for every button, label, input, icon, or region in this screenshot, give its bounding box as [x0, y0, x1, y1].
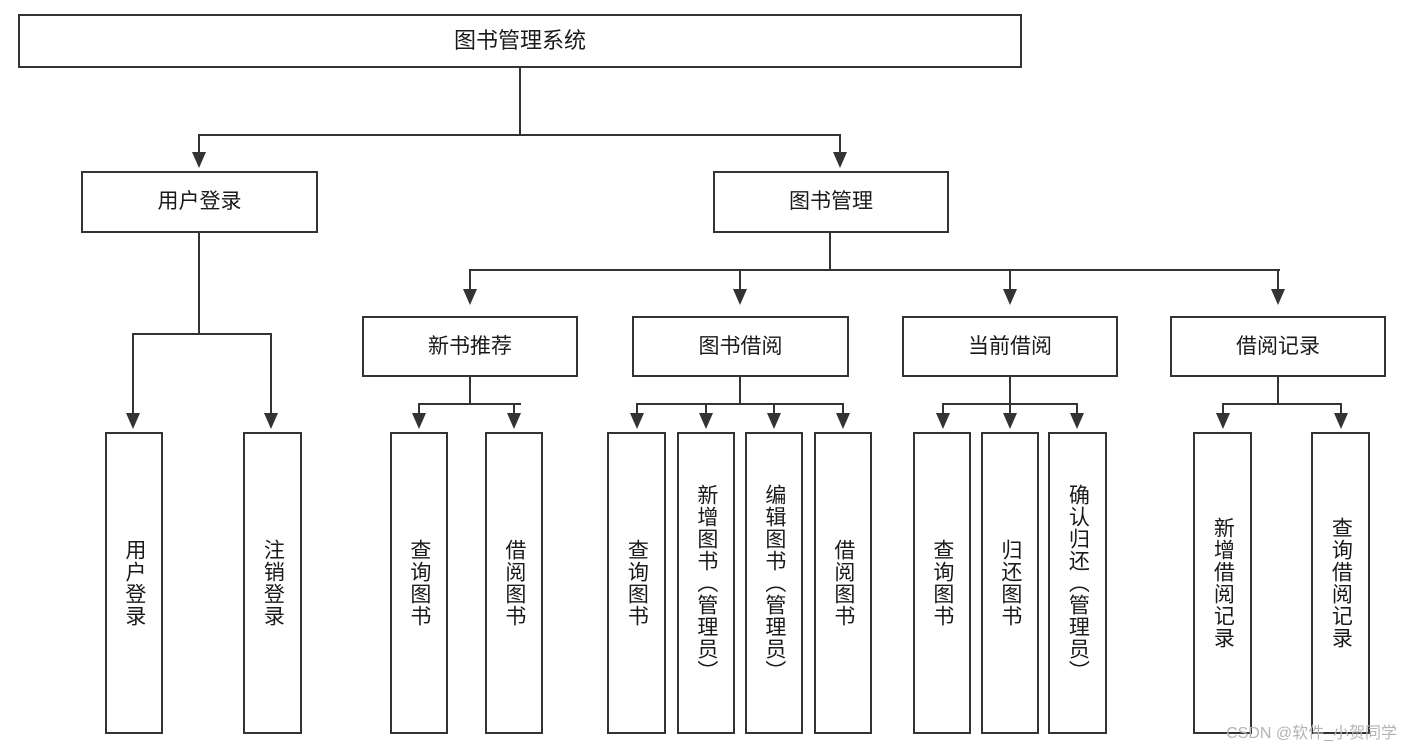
arrow-to-leaf-user-login-1	[264, 413, 278, 429]
leaf-nbr-borrow-book[interactable]: 借阅图书	[485, 432, 543, 734]
node-label: 查询借阅记录	[1329, 517, 1353, 649]
arrow-to-leaf-nbr-1	[507, 413, 521, 429]
leaf-user-login-logout[interactable]: 注销登录	[243, 432, 302, 734]
leaf-bb-add-book-admin[interactable]: 新增图书（管理员）	[677, 432, 735, 734]
node-label: 借阅图书	[831, 539, 855, 627]
connector-root-stem	[519, 68, 521, 136]
leaf-cb-query-book[interactable]: 查询图书	[913, 432, 971, 734]
node-label: 归还图书	[998, 539, 1022, 627]
arrow-to-leaf-bb-2	[767, 413, 781, 429]
connector-root-drop-left	[198, 134, 200, 154]
connector-book-manage-bus	[469, 269, 1280, 271]
arrow-to-user-login	[192, 152, 206, 168]
connector-bm-drop-4	[1277, 269, 1279, 291]
connector-user-login-drop-2	[270, 333, 272, 415]
node-label: 图书管理	[789, 190, 873, 214]
arrow-to-borrow-record	[1271, 289, 1285, 305]
connector-br-stem	[1277, 377, 1279, 405]
node-label: 借阅图书	[502, 539, 526, 627]
node-root-system[interactable]: 图书管理系统	[18, 14, 1022, 68]
arrow-to-leaf-cb-0	[936, 413, 950, 429]
node-label: 查询图书	[407, 539, 431, 627]
connector-cb-stem	[1009, 377, 1011, 405]
connector-cb-drop-1	[942, 403, 944, 415]
node-borrow-record[interactable]: 借阅记录	[1170, 316, 1386, 377]
node-book-borrow[interactable]: 图书借阅	[632, 316, 849, 377]
node-label: 新增图书（管理员）	[694, 484, 718, 682]
arrow-to-current-borrow	[1003, 289, 1017, 305]
connector-root-drop-right	[839, 134, 841, 154]
node-new-book-recommend[interactable]: 新书推荐	[362, 316, 578, 377]
arrow-to-leaf-nbr-0	[412, 413, 426, 429]
arrow-to-leaf-bb-1	[699, 413, 713, 429]
node-current-borrow[interactable]: 当前借阅	[902, 316, 1118, 377]
node-label: 新增借阅记录	[1211, 517, 1235, 649]
connector-user-login-stem	[198, 233, 200, 335]
connector-user-login-drop-1	[132, 333, 134, 415]
connector-bb-drop-4	[842, 403, 844, 415]
node-label: 查询图书	[930, 539, 954, 627]
node-label: 注销登录	[261, 539, 285, 627]
connector-bm-drop-1	[469, 269, 471, 291]
node-label: 用户登录	[157, 190, 242, 214]
connector-br-bus	[1222, 403, 1341, 405]
connector-nbr-stem	[469, 377, 471, 405]
node-label: 图书借阅	[698, 334, 783, 358]
arrow-to-leaf-br-0	[1216, 413, 1230, 429]
connector-br-drop-2	[1340, 403, 1342, 415]
node-label: 编辑图书（管理员）	[762, 484, 786, 682]
node-label: 用户登录	[122, 539, 146, 627]
arrow-to-book-manage	[833, 152, 847, 168]
connector-cb-drop-2	[1009, 403, 1011, 415]
leaf-cb-return-book[interactable]: 归还图书	[981, 432, 1039, 734]
connector-nbr-drop-2	[513, 403, 515, 415]
connector-bb-stem	[739, 377, 741, 405]
node-label: 新书推荐	[428, 334, 512, 358]
arrow-to-leaf-bb-0	[630, 413, 644, 429]
node-label: 图书管理系统	[453, 27, 586, 53]
leaf-nbr-query-book[interactable]: 查询图书	[390, 432, 448, 734]
arrow-to-leaf-cb-2	[1070, 413, 1084, 429]
connector-bb-bus	[636, 403, 844, 405]
arrow-to-new-book-recommend	[463, 289, 477, 305]
connector-br-drop-1	[1222, 403, 1224, 415]
leaf-cb-confirm-return-admin[interactable]: 确认归还（管理员）	[1048, 432, 1107, 734]
leaf-bb-query-book[interactable]: 查询图书	[607, 432, 666, 734]
connector-book-manage-stem	[829, 233, 831, 271]
node-label: 借阅记录	[1236, 334, 1320, 358]
node-label: 当前借阅	[968, 334, 1052, 358]
arrow-to-leaf-bb-3	[836, 413, 850, 429]
connector-bm-drop-2	[739, 269, 741, 291]
connector-user-login-bus	[132, 333, 272, 335]
connector-nbr-bus	[418, 403, 521, 405]
connector-bb-drop-3	[773, 403, 775, 415]
node-label: 查询图书	[625, 539, 649, 627]
node-book-manage[interactable]: 图书管理	[713, 171, 949, 233]
node-user-login[interactable]: 用户登录	[81, 171, 318, 233]
arrow-to-leaf-cb-1	[1003, 413, 1017, 429]
leaf-bb-edit-book-admin[interactable]: 编辑图书（管理员）	[745, 432, 803, 734]
connector-bm-drop-3	[1009, 269, 1011, 291]
leaf-br-add-record[interactable]: 新增借阅记录	[1193, 432, 1252, 734]
arrow-to-book-borrow	[733, 289, 747, 305]
connector-cb-drop-3	[1076, 403, 1078, 415]
connector-bb-drop-1	[636, 403, 638, 415]
arrow-to-leaf-user-login-0	[126, 413, 140, 429]
leaf-br-query-record[interactable]: 查询借阅记录	[1311, 432, 1370, 734]
connector-nbr-drop-1	[418, 403, 420, 415]
arrow-to-leaf-br-1	[1334, 413, 1348, 429]
node-label: 确认归还（管理员）	[1066, 484, 1090, 682]
leaf-user-login-login[interactable]: 用户登录	[105, 432, 163, 734]
leaf-bb-borrow-book[interactable]: 借阅图书	[814, 432, 872, 734]
connector-root-bus	[198, 134, 841, 136]
connector-bb-drop-2	[705, 403, 707, 415]
